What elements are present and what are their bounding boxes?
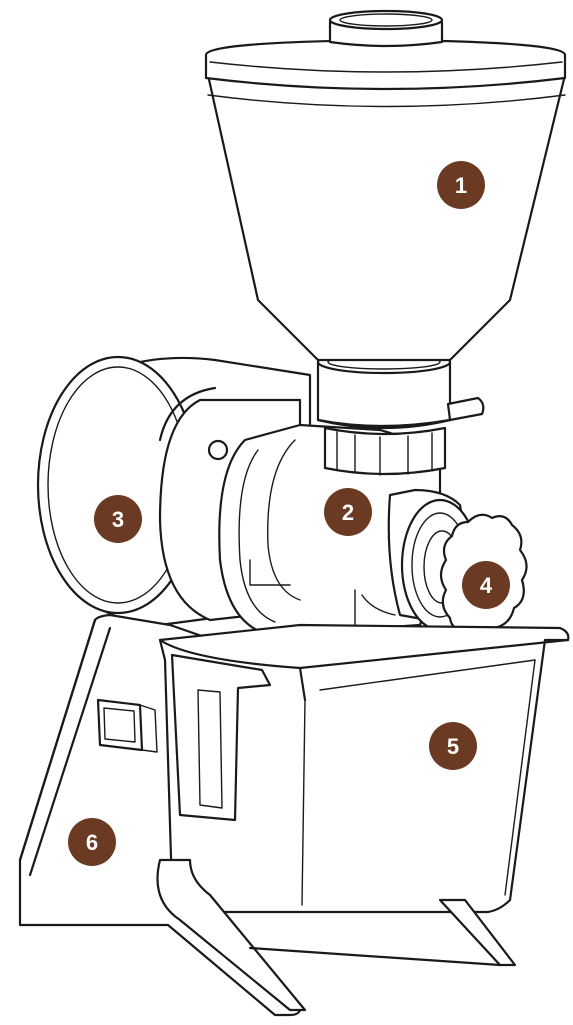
callout-badge-3: 3 — [94, 495, 142, 543]
callout-label-6: 6 — [86, 830, 98, 855]
callout-circle-2 — [324, 488, 372, 536]
collection-bin — [156, 623, 570, 1012]
callout-badge-4: 4 — [462, 561, 510, 609]
callout-circle-3 — [94, 495, 142, 543]
callout-label-1: 1 — [455, 173, 467, 198]
callout-badges: 1 2 3 4 5 6 — [68, 161, 510, 866]
callout-circle-4 — [462, 561, 510, 609]
callout-circle-6 — [68, 818, 116, 866]
callout-badge-1: 1 — [437, 161, 485, 209]
callout-label-4: 4 — [480, 573, 493, 598]
callout-badge-5: 5 — [429, 722, 477, 770]
hopper-collar — [316, 349, 485, 476]
callout-label-3: 3 — [112, 507, 124, 532]
callout-circle-5 — [429, 722, 477, 770]
callout-label-5: 5 — [447, 734, 459, 759]
callout-circle-1 — [437, 161, 485, 209]
callout-badge-2: 2 — [324, 488, 372, 536]
hopper — [204, 9, 567, 362]
callout-badge-6: 6 — [68, 818, 116, 866]
callout-label-2: 2 — [342, 500, 354, 525]
